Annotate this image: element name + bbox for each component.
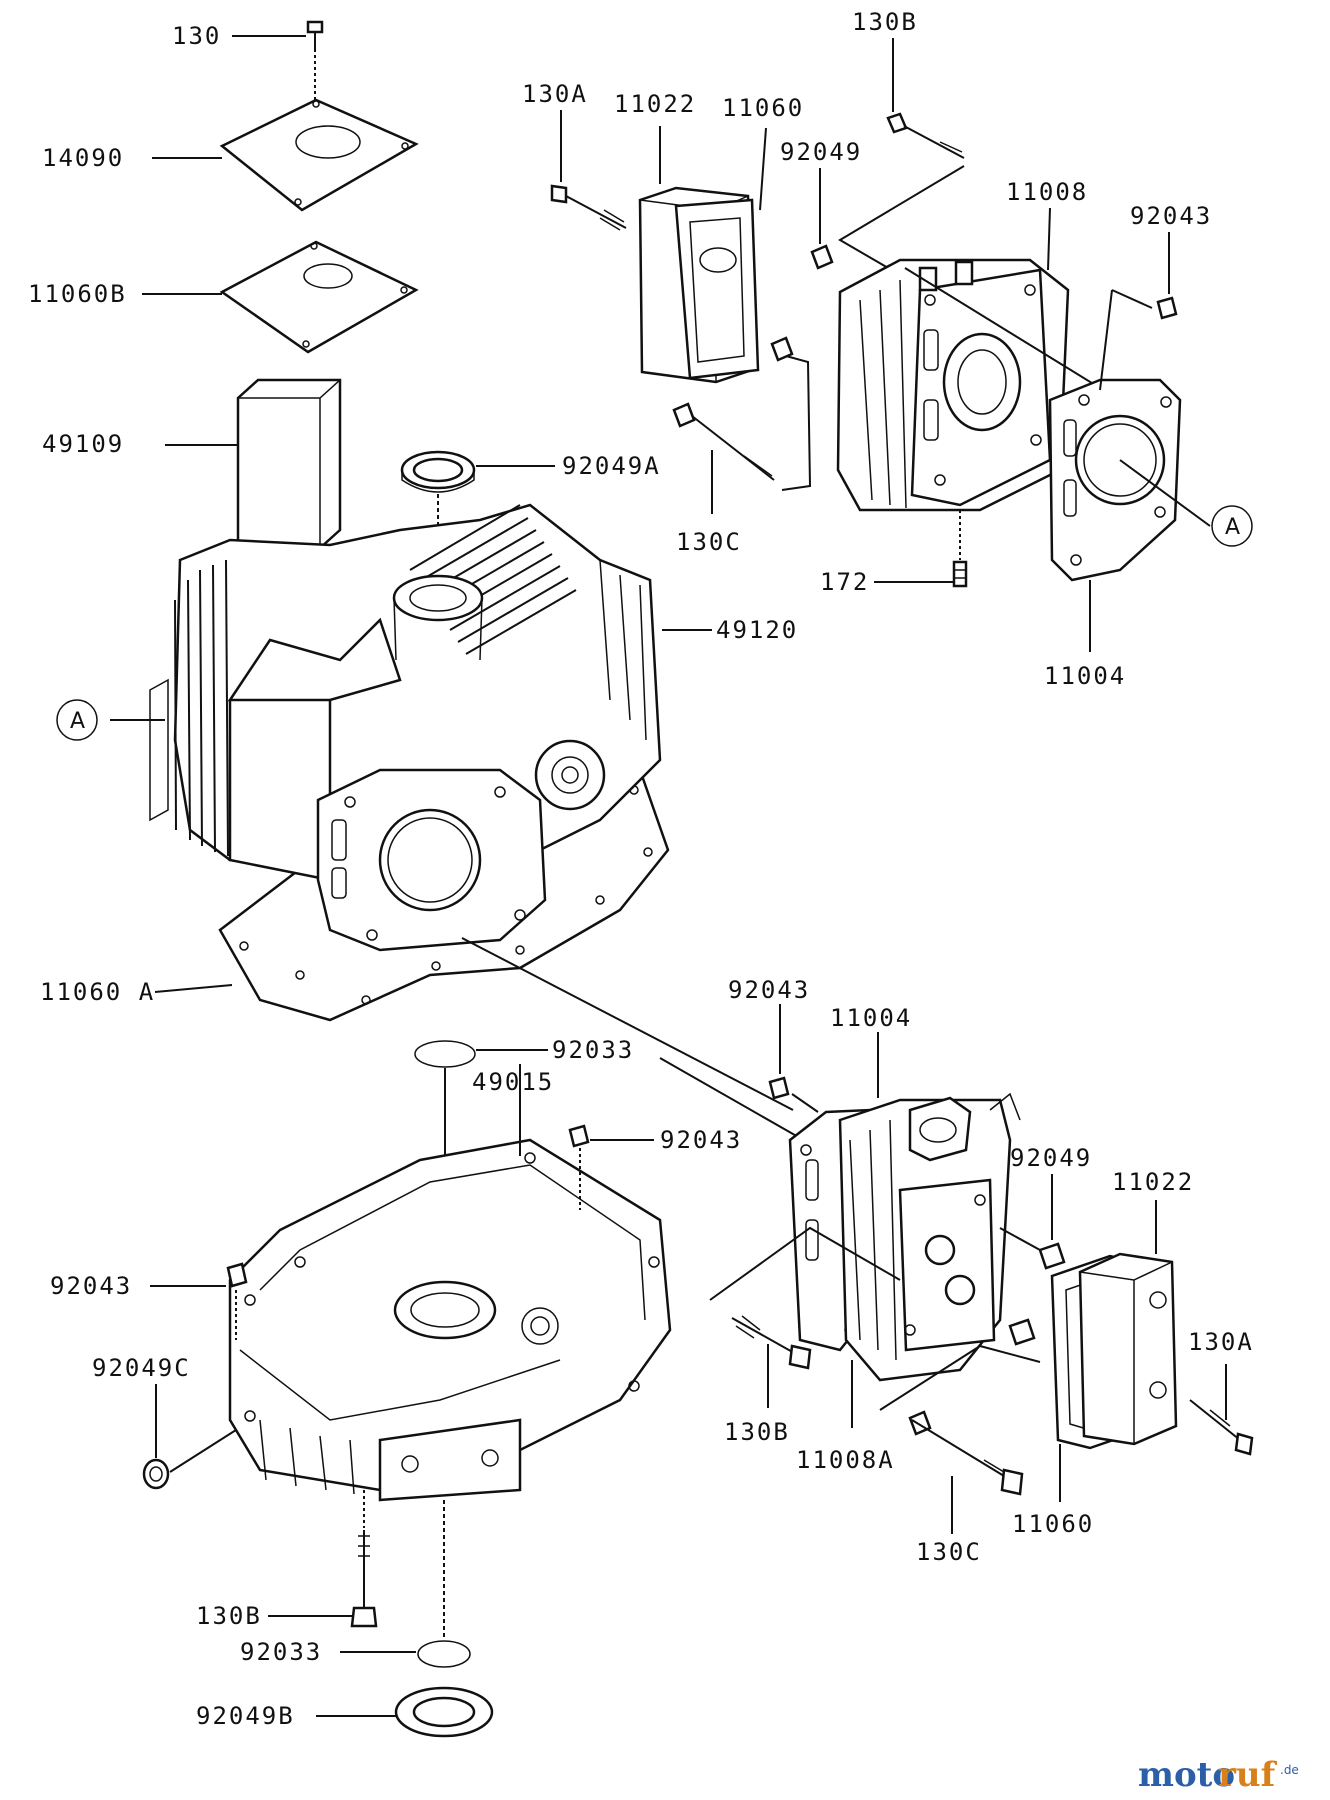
- label-92049-top: 92049: [780, 138, 862, 166]
- reference-marker-a-right: A: [1211, 505, 1253, 547]
- snap-ring-92033-bottom: [417, 1640, 471, 1668]
- cylinder-head-11008a: [838, 1092, 1021, 1382]
- label-130a-bottom: 130A: [1188, 1328, 1254, 1356]
- label-11008a: 11008A: [796, 1446, 895, 1474]
- bolt-130c-bottom: [908, 1410, 1024, 1496]
- label-11004-top: 11004: [1044, 662, 1126, 690]
- dowel-92043-left: [226, 1262, 248, 1288]
- label-92043-right: 92043: [728, 976, 810, 1004]
- bolt-130c-top: [672, 402, 775, 481]
- dowel-92043-mid: [568, 1124, 590, 1148]
- label-130-top: 130: [172, 22, 221, 50]
- dowel-92043-top: [1156, 296, 1178, 320]
- oil-seal-92049b: [394, 1686, 494, 1738]
- bolt-130b-right: [731, 1315, 812, 1370]
- label-49015: 49015: [472, 1068, 554, 1096]
- label-130c-top: 130C: [676, 528, 742, 556]
- reference-marker-a-left: A: [56, 699, 98, 741]
- label-130c-bottom: 130C: [916, 1538, 982, 1566]
- label-92049b: 92049B: [196, 1702, 295, 1730]
- gasket-11060b: [219, 240, 419, 354]
- label-92033-mid: 92033: [552, 1036, 634, 1064]
- label-11060a: 11060 A: [40, 978, 155, 1006]
- crankcase-block-49120: [149, 503, 670, 1022]
- label-130b-bottom: 130B: [196, 1602, 262, 1630]
- label-172: 172: [820, 568, 869, 596]
- label-92033-bottom: 92033: [240, 1638, 322, 1666]
- gasket-11060-top: [674, 198, 760, 380]
- motoruf-watermark-logo: moto ruf .de: [1138, 1755, 1299, 1795]
- oil-seal-92049c: [142, 1458, 170, 1490]
- label-92043-top: 92043: [1130, 202, 1212, 230]
- label-11060b: 11060B: [28, 280, 127, 308]
- bolt-130a-bottom: [1189, 1399, 1254, 1456]
- label-11022-bottom: 11022: [1112, 1168, 1194, 1196]
- valve-seal-92049-top-a: [810, 244, 834, 270]
- label-92049-bottom: 92049: [1010, 1144, 1092, 1172]
- bolt-130b-bottom: [350, 1530, 378, 1628]
- watermark-suffix: .de: [1280, 1763, 1299, 1777]
- label-49120: 49120: [716, 616, 798, 644]
- valve-cover-11022-bottom: [1078, 1252, 1178, 1446]
- label-130a-top: 130A: [522, 80, 588, 108]
- label-130b-right: 130B: [724, 1418, 790, 1446]
- dowel-92043-right: [768, 1076, 790, 1100]
- label-92043-mid: 92043: [660, 1126, 742, 1154]
- label-a-left: A: [70, 709, 85, 734]
- valve-seal-92049-bottom-b: [1008, 1318, 1036, 1346]
- plug-172: [952, 560, 968, 588]
- label-11004-bottom: 11004: [830, 1004, 912, 1032]
- label-11060-bottom: 11060: [1012, 1510, 1094, 1538]
- oil-pan-49015: [228, 1138, 672, 1502]
- label-49109: 49109: [42, 430, 124, 458]
- valve-seal-92049-bottom-a: [1038, 1242, 1066, 1270]
- label-92049a: 92049A: [562, 452, 661, 480]
- watermark-moto: moto: [1138, 1755, 1235, 1795]
- bolt-130b-top: [886, 112, 965, 159]
- cooling-fins-left: [174, 559, 229, 857]
- label-92043-left: 92043: [50, 1272, 132, 1300]
- label-130b-top: 130B: [852, 8, 918, 36]
- label-11008-top: 11008: [1006, 178, 1088, 206]
- bolt-130a-top: [550, 184, 627, 231]
- valve-seal-92049-top-b: [770, 336, 794, 362]
- filter-block-49109: [236, 378, 342, 550]
- snap-ring-92033-mid: [414, 1040, 476, 1068]
- watermark-ruf: ruf: [1218, 1755, 1278, 1795]
- label-11060-top: 11060: [722, 94, 804, 122]
- label-a-right: A: [1225, 515, 1240, 540]
- label-11022-top: 11022: [614, 90, 696, 118]
- cylinder-head-11008: [836, 258, 1101, 512]
- label-14090: 14090: [42, 144, 124, 172]
- oil-seal-92049a: [400, 450, 476, 493]
- cover-plate-14090: [219, 98, 419, 212]
- head-gasket-11004-top: [1048, 378, 1182, 582]
- bolt-130-top: [306, 20, 324, 52]
- label-92049c: 92049C: [92, 1354, 191, 1382]
